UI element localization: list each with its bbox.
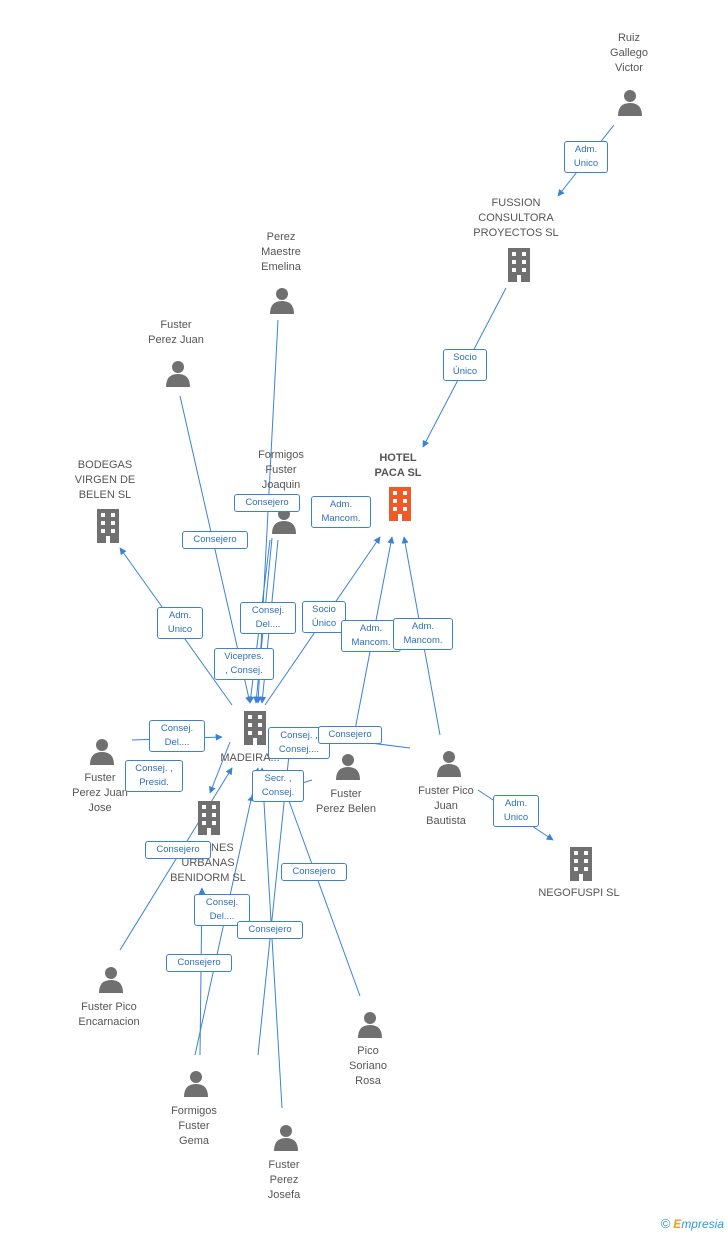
edge-label-e11[interactable]: Vicepres. , Consej. [214, 648, 274, 680]
building-icon[interactable] [92, 509, 124, 543]
edge-label-e1[interactable]: Adm. Unico [564, 141, 608, 173]
node-label: Fuster Perez Josefa [267, 1159, 301, 1201]
edge-label-e4[interactable]: Adm. Mancom. [311, 496, 371, 528]
node-fussion[interactable]: FUSSION CONSULTORA PROYECTOS SL [461, 196, 571, 241]
node-pico-soriano[interactable]: Pico Soriano Rosa [313, 1044, 423, 1089]
footer-brand: ©Empresia [661, 1216, 724, 1231]
building-icon[interactable] [503, 248, 535, 282]
edge-label-e22[interactable]: Consejero [166, 954, 232, 972]
node-negofuspi[interactable]: NEGOFUSPI SL [524, 886, 634, 901]
node-formigos-joaquin[interactable]: Formigos Fuster Joaquin [226, 448, 336, 493]
node-label: Ruiz Gallego Victor [610, 32, 648, 74]
node-fuster-perez-juan[interactable]: Fuster Perez Juan [121, 318, 231, 348]
node-label: Fuster Pico Juan Bautista [418, 785, 474, 827]
copyright-symbol: © [660, 1216, 671, 1231]
node-fuster-perez-juan-jose[interactable]: Fuster Perez Juan Jose [45, 771, 155, 816]
brand-logo-initial: E [673, 1217, 682, 1231]
edge-label-e19[interactable]: Consejero [281, 863, 347, 881]
building-icon[interactable] [565, 847, 597, 881]
edge-label-e20[interactable]: Consej. Del.... [194, 894, 250, 926]
edge-line-e21 [209, 741, 231, 794]
node-label: Pico Soriano Rosa [349, 1045, 387, 1087]
edge-label-e21[interactable]: Consejero [237, 921, 303, 939]
person-icon[interactable] [616, 88, 644, 116]
edge-label-e12[interactable]: Consej. Del.... [149, 720, 205, 752]
edge-label-e18[interactable]: Consejero [145, 841, 211, 859]
edge-line-e18 [284, 789, 361, 997]
building-icon[interactable] [193, 801, 225, 835]
person-icon[interactable] [88, 737, 116, 765]
node-label: Formigos Fuster Gema [171, 1105, 217, 1147]
edge-label-e3[interactable]: Consejero [234, 494, 300, 512]
edge-label-e14[interactable]: Consejero [318, 726, 382, 744]
node-label: Fuster Perez Juan Jose [72, 772, 128, 814]
edge-label-e17[interactable]: Adm. Unico [493, 795, 539, 827]
node-label: Formigos Fuster Joaquin [258, 449, 304, 491]
building-icon[interactable] [239, 711, 271, 745]
node-label: BODEGAS VIRGEN DE BELEN SL [74, 459, 136, 501]
node-perez-maestre[interactable]: Perez Maestre Emelina [226, 230, 336, 275]
node-label: NEGOFUSPI SL [538, 887, 620, 899]
node-fuster-perez-josefa[interactable]: Fuster Perez Josefa [229, 1158, 339, 1203]
edge-label-e6[interactable]: Adm. Unico [157, 607, 203, 639]
person-icon[interactable] [435, 749, 463, 777]
edge-label-e15[interactable]: Consej. , Presid. [125, 760, 183, 792]
node-label: HOTEL PACA SL [374, 452, 422, 479]
edge-label-e9[interactable]: Adm. Mancom. [341, 620, 401, 652]
node-fuster-pico-encarnacion[interactable]: Fuster Pico Encarnacion [54, 1000, 164, 1030]
node-label: FUSSION CONSULTORA PROYECTOS SL [473, 197, 559, 239]
person-icon[interactable] [164, 359, 192, 387]
edge-label-e16[interactable]: Secr. , Consej. [252, 770, 304, 802]
edge-label-e2[interactable]: Socio Único [443, 349, 487, 381]
node-formigos-gema[interactable]: Formigos Fuster Gema [139, 1104, 249, 1149]
person-icon[interactable] [272, 1123, 300, 1151]
node-madeira[interactable]: MADEIRA... [195, 751, 305, 766]
person-icon[interactable] [268, 286, 296, 314]
edge-label-e8[interactable]: Socio Único [302, 601, 346, 633]
edge-label-e7[interactable]: Consej. Del.... [240, 602, 296, 634]
node-label: Fuster Perez Juan [148, 319, 204, 346]
person-icon[interactable] [356, 1010, 384, 1038]
node-fuster-perez-belen[interactable]: Fuster Perez Belen [291, 787, 401, 817]
node-label: Fuster Perez Belen [316, 788, 376, 815]
person-icon[interactable] [334, 752, 362, 780]
edge-line-e15 [119, 767, 233, 951]
node-label: Fuster Pico Encarnacion [78, 1001, 140, 1028]
building-icon[interactable] [384, 487, 416, 521]
person-icon[interactable] [182, 1069, 210, 1097]
brand-name: mpresia [681, 1217, 724, 1231]
node-label: Perez Maestre Emelina [261, 231, 301, 273]
edge-label-e5[interactable]: Consejero [182, 531, 248, 549]
node-bodegas[interactable]: BODEGAS VIRGEN DE BELEN SL [50, 458, 160, 503]
edge-label-e10[interactable]: Adm. Mancom. [393, 618, 453, 650]
node-ruiz[interactable]: Ruiz Gallego Victor [574, 31, 684, 76]
node-label: MADEIRA... [220, 752, 280, 764]
person-icon[interactable] [97, 965, 125, 993]
node-fuster-pico-juan-bautista[interactable]: Fuster Pico Juan Bautista [391, 784, 501, 829]
node-hotel-paca[interactable]: HOTEL PACA SL [343, 451, 453, 481]
